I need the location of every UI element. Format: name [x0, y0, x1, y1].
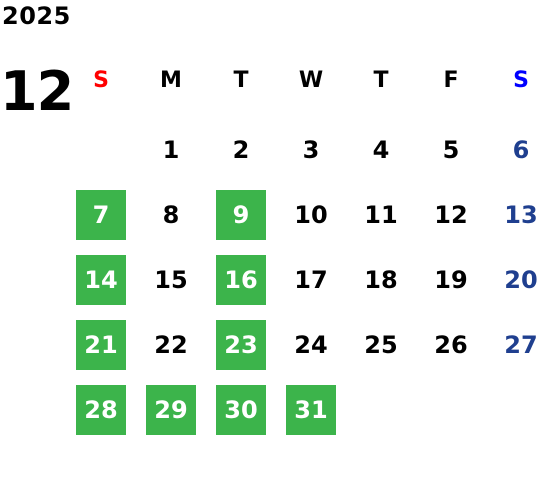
date-cell: 22	[154, 331, 188, 359]
date-cell: 8	[162, 201, 180, 229]
date-cell: 1	[162, 136, 180, 164]
date-cell: 6	[512, 136, 530, 164]
date-cell: 31	[286, 385, 336, 435]
date-cell: 13	[504, 201, 538, 229]
date-cell: 30	[216, 385, 266, 435]
weekday-header-saturday: S	[513, 67, 529, 93]
weekday-header-wednesday: W	[298, 67, 324, 93]
date-cell: 15	[154, 266, 188, 294]
year-label: 2025	[2, 2, 71, 30]
weekday-header-tuesday: T	[233, 67, 249, 93]
date-cell: 23	[216, 320, 266, 370]
date-cell: 9	[216, 190, 266, 240]
date-cell: 28	[76, 385, 126, 435]
date-cell: 18	[364, 266, 398, 294]
weekday-header-monday: M	[160, 67, 182, 93]
date-cell: 4	[372, 136, 390, 164]
date-cell: 11	[364, 201, 398, 229]
date-cell: 12	[434, 201, 468, 229]
date-cell: 17	[294, 266, 328, 294]
weekday-header-thursday: T	[373, 67, 389, 93]
month-number: 12	[0, 60, 74, 123]
date-cell: 26	[434, 331, 468, 359]
date-cell: 7	[76, 190, 126, 240]
date-cell: 14	[76, 255, 126, 305]
date-cell: 10	[294, 201, 328, 229]
weekday-header-friday: F	[443, 67, 459, 93]
date-cell: 2	[232, 136, 250, 164]
weekday-header-sunday: S	[93, 67, 109, 93]
date-cell: 20	[504, 266, 538, 294]
date-cell: 5	[442, 136, 460, 164]
date-cell: 3	[302, 136, 320, 164]
date-cell: 27	[504, 331, 538, 359]
date-cell: 29	[146, 385, 196, 435]
date-cell: 25	[364, 331, 398, 359]
date-cell: 19	[434, 266, 468, 294]
date-cell: 24	[294, 331, 328, 359]
date-cell: 16	[216, 255, 266, 305]
date-cell: 21	[76, 320, 126, 370]
